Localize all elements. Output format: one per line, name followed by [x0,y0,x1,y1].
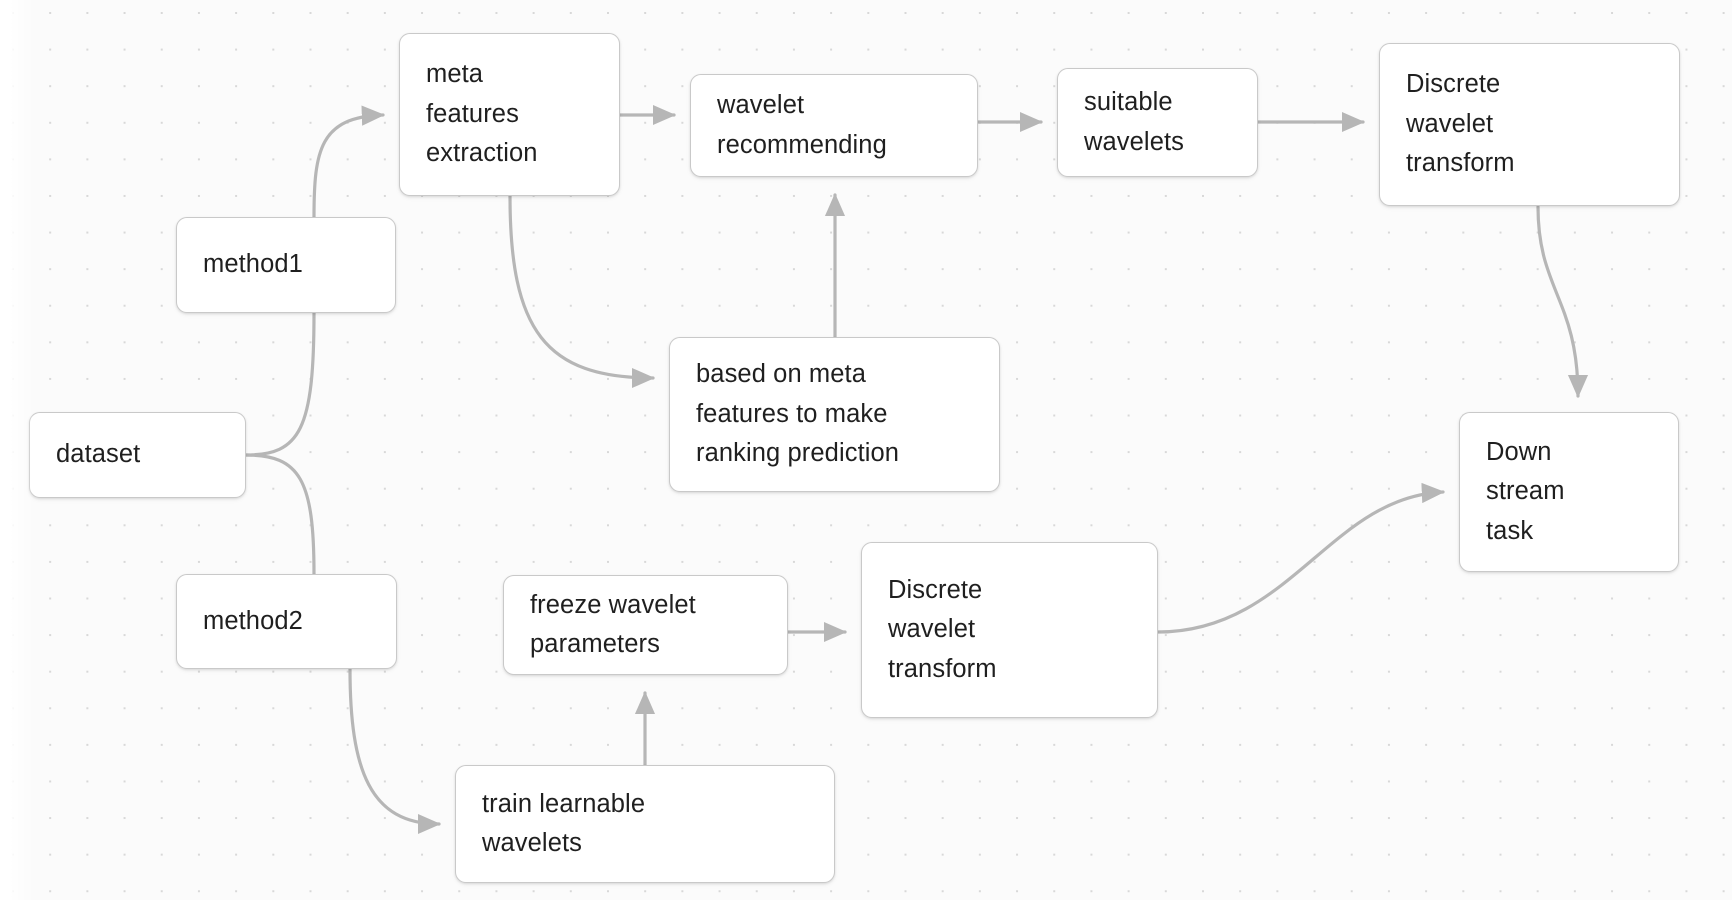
node-train-learnable-wavelets[interactable]: train learnable wavelets [455,765,835,883]
node-label-dataset: dataset [56,440,141,469]
node-discrete-wavelet-transform-bottom[interactable]: Discrete wavelet transform [861,542,1158,718]
node-label-wavelet-recommending: wavelet recommending [717,91,887,159]
node-label-meta-features-extraction: meta features extraction [426,60,538,168]
node-down-stream-task[interactable]: Down stream task [1459,412,1679,572]
edge-meta-features-extraction-to-ranking-prediction [508,194,655,389]
node-label-method2: method2 [203,606,303,635]
node-label-freeze-wavelet-parameters: freeze wavelet parameters [530,590,696,659]
edge-method2-to-train-learnable-wavelets [348,667,441,835]
node-meta-features-extraction[interactable]: meta features extraction [399,33,620,196]
node-wavelet-recommending[interactable]: wavelet recommending [690,74,978,177]
node-discrete-wavelet-transform-top[interactable]: Discrete wavelet transform [1379,43,1680,206]
edge-method1-to-meta-features-extraction [312,105,385,219]
node-label-ranking-prediction: based on meta features to make ranking p… [696,360,900,468]
node-label-method1: method1 [203,250,303,279]
edge-dataset-to-method2 [244,453,316,576]
node-method1[interactable]: method1 [176,217,396,313]
node-dataset[interactable]: dataset [29,412,246,498]
node-freeze-wavelet-parameters[interactable]: freeze wavelet parameters [503,575,788,675]
node-label-train-learnable-wavelets: train learnable wavelets [482,789,646,858]
node-label-discrete-wavelet-transform-top: Discrete wavelet transform [1406,70,1515,178]
node-label-down-stream-task: Down stream task [1486,437,1565,545]
node-label-discrete-wavelet-transform-bottom: Discrete wavelet transform [888,575,997,683]
edge-discrete-wavelet-transform-top-to-down-stream-task [1536,205,1589,398]
edge-discrete-wavelet-transform-bottom-to-down-stream-task [1156,482,1445,634]
node-suitable-wavelets[interactable]: suitable wavelets [1057,68,1258,177]
node-method2[interactable]: method2 [176,574,397,669]
node-ranking-prediction[interactable]: based on meta features to make ranking p… [669,337,1000,492]
edge-dataset-to-method1 [244,311,316,457]
node-label-suitable-wavelets: suitable wavelets [1084,88,1185,156]
